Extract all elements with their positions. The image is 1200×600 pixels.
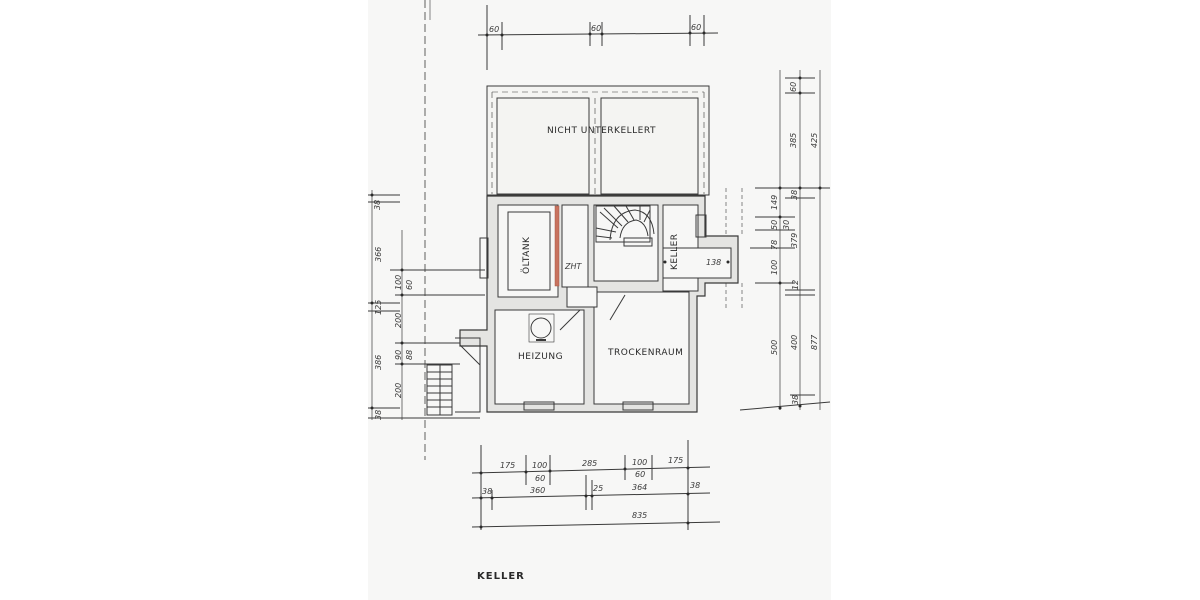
dim-bottom-60a: 60 xyxy=(535,474,546,483)
dim-bottom-38a: 38 xyxy=(482,487,493,496)
dim-top-1: 60 xyxy=(489,25,500,34)
dim-right-385: 385 xyxy=(789,132,798,148)
dim-left-88: 88 xyxy=(405,349,414,360)
dim-right-877: 877 xyxy=(810,334,819,350)
dim-left-366: 366 xyxy=(374,246,383,262)
dim-left-100: 100 xyxy=(394,274,403,290)
dim-left-38a: 38 xyxy=(373,199,382,210)
dim-left-386: 386 xyxy=(374,354,383,370)
dim-bottom-285: 285 xyxy=(582,459,598,468)
dim-bottom-total: 835 xyxy=(632,511,648,520)
dim-right-500: 500 xyxy=(770,339,779,355)
dim-right-78: 78 xyxy=(770,239,779,250)
dim-right-60: 60 xyxy=(789,81,798,92)
room-label-unexcavated: NICHT UNTERKELLERT xyxy=(547,126,656,136)
dim-bottom-38b: 38 xyxy=(690,481,701,490)
dim-left-38b: 38 xyxy=(374,409,383,420)
dim-right-38b: 38 xyxy=(791,394,800,405)
drawing-title: KELLER xyxy=(477,571,525,582)
dim-right-30: 30 xyxy=(782,219,791,230)
dim-bottom-100b: 100 xyxy=(632,458,648,467)
dim-right-149: 149 xyxy=(770,194,779,210)
dim-bottom-25: 25 xyxy=(593,484,604,493)
room-label-oil-tank: ÖLTANK xyxy=(522,236,532,274)
dim-right-38a: 38 xyxy=(790,189,799,200)
dim-top-3: 60 xyxy=(691,23,702,32)
dim-right-100: 100 xyxy=(770,259,779,275)
dim-bottom-360: 360 xyxy=(530,486,546,495)
dim-left-200a: 200 xyxy=(394,312,403,328)
dim-left-125: 125 xyxy=(374,299,383,315)
dim-bottom-60b: 60 xyxy=(635,470,646,479)
room-label-heating: HEIZUNG xyxy=(518,352,564,362)
dim-right-50: 50 xyxy=(770,219,779,230)
dim-right-379: 379 xyxy=(790,232,799,248)
dim-bottom-175a: 175 xyxy=(500,461,516,470)
dim-top-2: 60 xyxy=(591,24,602,33)
room-label-drying-room: TROCKENRAUM xyxy=(608,348,684,358)
dim-right-400: 400 xyxy=(790,334,799,350)
dim-bottom-175b: 175 xyxy=(668,456,684,465)
dim-right-425: 425 xyxy=(810,132,819,148)
dim-bottom-100a: 100 xyxy=(532,461,548,470)
dim-left-200b: 200 xyxy=(394,382,403,398)
room-label-cellar: KELLER xyxy=(670,233,680,270)
keller-width-dim: 138 xyxy=(706,258,722,267)
dim-right-12: 12 xyxy=(791,279,800,290)
dim-bottom-364: 364 xyxy=(632,483,648,492)
fuse-mark: ZHT xyxy=(565,262,582,271)
dim-left-60: 60 xyxy=(405,279,414,290)
dim-left-90: 90 xyxy=(394,349,403,360)
